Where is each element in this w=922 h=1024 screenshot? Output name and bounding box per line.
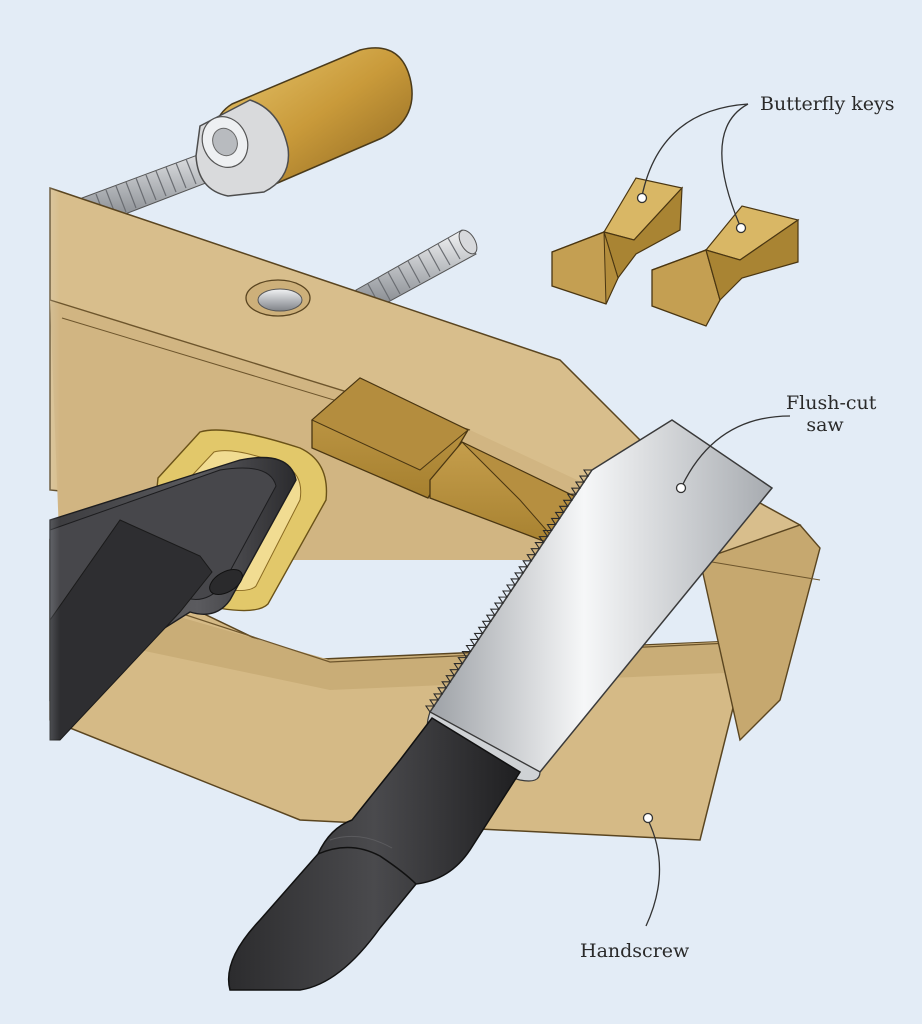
callout-dot-key-1 — [636, 192, 648, 204]
callout-handscrew-leader — [645, 819, 661, 927]
threaded-rod-lower — [355, 229, 478, 313]
butterfly-key-1 — [551, 177, 684, 305]
label-flush-cut-saw-line2: saw — [806, 414, 844, 436]
callout-dot-key-2 — [735, 222, 747, 234]
saw-teeth — [424, 469, 592, 713]
callout-dot-handscrew — [642, 812, 654, 824]
callout-dot-saw — [675, 482, 687, 494]
callout-butterfly-keys-leaders — [641, 103, 749, 227]
label-handscrew: Handscrew — [580, 940, 690, 962]
inlaid-butterfly-key-left — [311, 377, 469, 499]
callout-saw-leader — [681, 415, 791, 487]
saw-handle — [227, 717, 522, 991]
label-flush-cut-saw-line1: Flush-cut — [786, 392, 877, 414]
label-flush-cut-saw: Flush-cut saw — [786, 392, 877, 436]
label-butterfly-keys: Butterfly keys — [760, 93, 895, 115]
vacuum-nozzle — [49, 456, 297, 741]
clamp-handle — [195, 47, 413, 197]
butterfly-key-2 — [651, 205, 800, 327]
flush-cut-saw — [424, 419, 774, 782]
